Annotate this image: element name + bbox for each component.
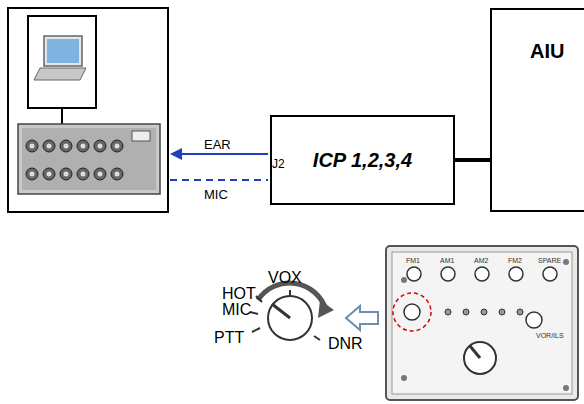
- mode-label: VOX: [268, 270, 302, 286]
- pin-name: J2: [272, 158, 285, 170]
- signal-name: MIC: [204, 188, 228, 201]
- equipment-box: [8, 8, 168, 212]
- ear-signal-line: [180, 153, 268, 155]
- panel-text: VOR/ILS: [536, 332, 564, 339]
- laptop-icon: [28, 16, 96, 124]
- panel-text: FM1: [406, 257, 420, 264]
- mode-label: MIC: [222, 302, 251, 318]
- box-label: AIU: [530, 40, 564, 63]
- panel-text: FM2: [508, 257, 522, 264]
- control-panel: [386, 246, 578, 400]
- panel-text: AM2: [474, 257, 488, 264]
- audio-analyzer: [18, 124, 160, 194]
- box-label: ICP 1,2,3,4: [313, 149, 412, 172]
- panel-text: AM1: [440, 257, 454, 264]
- mode-knob: [250, 283, 334, 340]
- mode-label: HOT: [222, 286, 256, 302]
- mic-signal-line: [170, 179, 268, 181]
- unit-box: AIU: [490, 8, 584, 212]
- mode-label: PTT: [214, 330, 244, 346]
- signal-name: EAR: [204, 138, 231, 151]
- pointer-arrow: [346, 306, 378, 330]
- panel-text: SPARE: [538, 257, 561, 264]
- process-box: ICP 1,2,3,4: [270, 115, 455, 205]
- arrowhead: [170, 148, 182, 160]
- mode-label: DNR: [328, 336, 363, 352]
- bus-connector: [455, 160, 490, 161]
